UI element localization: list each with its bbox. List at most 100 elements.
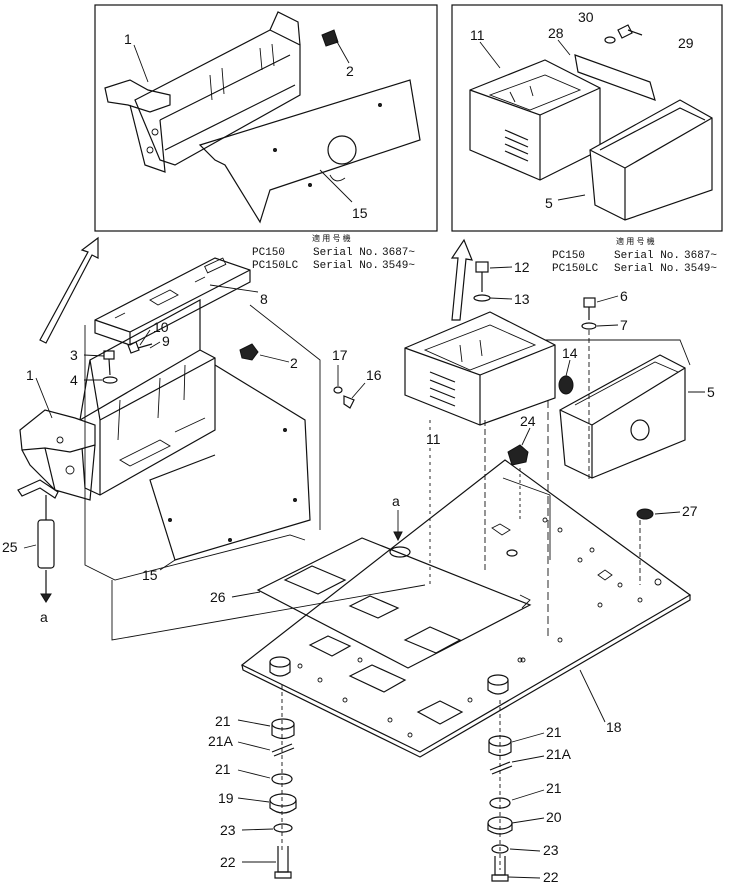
shim-21A-right [489,761,513,775]
bolt-22-left [274,846,292,879]
ref-a-left: a [40,609,48,625]
callout-25: 25 [2,539,18,555]
tr-callout-30: 30 [578,9,594,25]
callout-24: 24 [520,413,536,429]
callout-27: 27 [682,503,698,519]
callout-11: 11 [426,431,441,447]
bolt-12 [475,261,489,292]
callout-14: 14 [562,345,578,361]
callout-10: 10 [153,319,169,335]
svg-text:適 用 号 機: 適 用 号 機 [616,236,655,246]
bushing-19 [269,793,297,814]
callout-12: 12 [514,259,530,275]
washer-7 [581,322,597,330]
rs-callout-23: 23 [543,842,559,858]
tr-callout-11: 11 [470,27,485,43]
nut-27 [636,508,654,520]
right-mount-stack: 21 21A 21 20 23 22 [487,674,572,883]
ls-callout-21-b: 21 [215,761,231,777]
vents-11-main [429,371,456,407]
nut-2 [239,343,259,361]
callout-5: 5 [707,384,715,400]
svg-text:3549~: 3549~ [382,260,415,272]
callout-8: 8 [260,291,268,307]
arrow-to-left-inset [39,236,99,344]
tl-callout-15: 15 [352,205,368,221]
svg-text:3687~: 3687~ [382,247,415,259]
cushion-24 [507,444,529,466]
svg-text:3687~: 3687~ [684,250,717,262]
callout-3: 3 [70,347,78,363]
rs-callout-20: 20 [546,809,562,825]
callout-2: 2 [290,355,298,371]
washer-13 [473,294,491,302]
inset-frame-right [451,4,723,232]
callout-17: 17 [332,347,348,363]
shim-21A-left [271,743,295,757]
callout-15: 15 [142,567,158,583]
callout-6: 6 [620,288,628,304]
right-assembly: 12 13 6 7 14 5 11 24 [404,259,715,479]
svg-text:3549~: 3549~ [684,263,717,275]
inset-top-right: 11 28 30 29 5 [451,4,723,232]
mount-top-left [269,656,291,677]
ls-callout-19: 19 [218,790,234,806]
rs-callout-21-d: 21 [546,780,562,796]
washer-30 [604,36,616,44]
mount-top-right [487,674,509,695]
left-mount-stack: 21 21A 21 19 23 22 [208,656,297,879]
ring-21-b [271,773,293,785]
serial-block-left: 適 用 号 機 PC150 Serial No. 3687~ PC150LC S… [252,233,415,272]
tr-callout-28: 28 [548,25,564,41]
svg-text:Serial No.: Serial No. [614,250,680,262]
callout-4: 4 [70,372,78,388]
ring-21-d [489,797,511,809]
rs-callout-21A: 21A [546,746,572,762]
callout-1: 1 [26,367,34,383]
bolt-10-9 [127,341,153,354]
ls-callout-21-a: 21 [215,713,231,729]
ls-callout-22: 22 [220,854,236,870]
rs-callout-21-c: 21 [546,724,562,740]
callout-13: 13 [514,291,530,307]
washer-4 [102,376,118,384]
inset-top-left: 1 2 15 [94,4,438,232]
plate-holes [297,517,662,738]
floor-plate-18: 26 18 27 a [210,330,698,758]
tl-callout-2: 2 [346,63,354,79]
svg-text:PC150LC: PC150LC [252,260,299,272]
callout-7: 7 [620,317,628,333]
left-assembly: 1 8 10 9 3 4 2 17 16 25 15 a [2,257,426,641]
svg-text:PC150: PC150 [252,247,285,259]
callout-26: 26 [210,589,226,605]
tl-callout-1: 1 [124,31,132,47]
svg-text:適 用 号 機: 適 用 号 機 [312,233,351,243]
callout-18: 18 [606,719,622,735]
ls-callout-21A: 21A [208,733,234,749]
bolt-6 [583,297,596,320]
bolt-16-17 [333,386,355,409]
callout-9: 9 [162,333,170,349]
tr-callout-5: 5 [545,195,553,211]
bolt-29 [617,24,643,39]
washer-23-left [273,823,293,833]
bolt-3 [103,350,115,376]
rs-callout-22: 22 [543,869,559,883]
pin-25 [17,479,59,603]
vents-11-top [504,129,529,162]
svg-text:PC150: PC150 [552,250,585,262]
serial-block-right: 適 用 号 機 PC150 Serial No. 3687~ PC150LC S… [552,236,717,275]
svg-text:Serial No.: Serial No. [614,263,680,275]
rubber-21-a [271,718,295,740]
arrow-to-right-inset [450,238,473,321]
inset-frame-left [94,4,438,232]
svg-text:Serial No.: Serial No. [313,260,379,272]
ref-a-center: a [392,493,400,509]
grommet-14 [558,375,574,395]
tr-callout-29: 29 [678,35,694,51]
svg-text:Serial No.: Serial No. [313,247,379,259]
rubber-21-c [488,735,512,757]
ls-callout-23: 23 [220,822,236,838]
washer-23-right [491,844,509,854]
